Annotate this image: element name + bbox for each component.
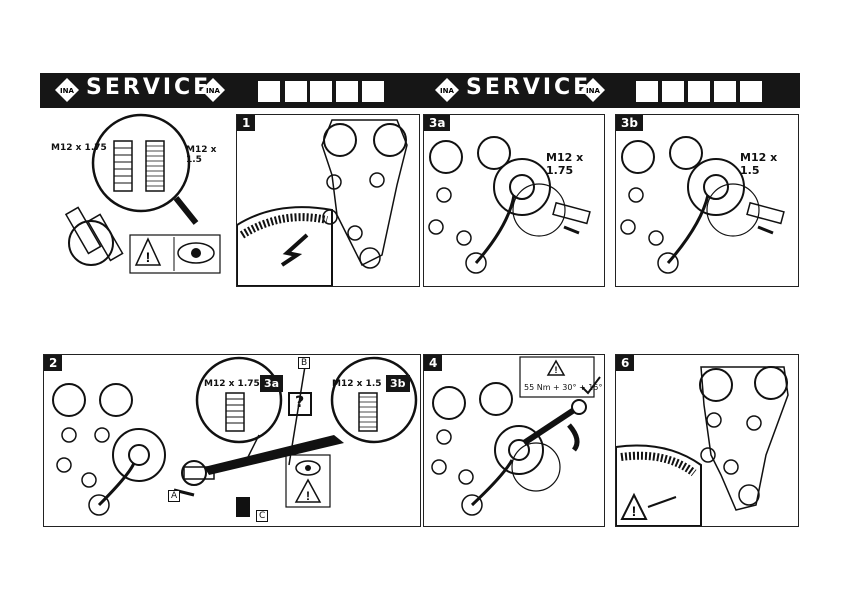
- van-icon: [285, 81, 307, 102]
- check-icon: [581, 376, 601, 395]
- thread-label-coarse: M12 x 1.75: [51, 143, 107, 153]
- bus-icon: [336, 81, 358, 102]
- warning-icon: [294, 478, 322, 503]
- svg-text:!: !: [632, 503, 637, 519]
- tag-b: B: [298, 357, 311, 369]
- svg-text:INA: INA: [60, 87, 74, 95]
- step-2-panel: 2 ! M12 x 1.75 3a M12 x 1.5 3b ? A B: [43, 354, 421, 527]
- question-icon: ?: [295, 392, 305, 411]
- step-6-panel: 6 !: [615, 354, 799, 527]
- eye-icon: [295, 460, 321, 476]
- step-1-panel: 1: [236, 114, 420, 287]
- step-3a-panel: 3a M12 x 1.75: [423, 114, 605, 287]
- svg-text:!: !: [555, 365, 558, 375]
- step-number: 6: [616, 355, 635, 371]
- goto-step-3a-badge: 3a: [260, 375, 284, 392]
- van-icon: [662, 81, 684, 102]
- step-number: 1: [237, 115, 256, 131]
- svg-text:INA: INA: [206, 87, 220, 95]
- tag-a: A: [168, 490, 181, 502]
- tractor-icon: [362, 81, 384, 102]
- thread-label-fine: M12 x 1.5: [186, 145, 217, 165]
- truck-icon: [688, 81, 710, 102]
- car-icon: [258, 81, 280, 102]
- step-number: 4: [424, 355, 443, 371]
- svg-text:INA: INA: [440, 87, 454, 95]
- bus-icon: [714, 81, 736, 102]
- ina-logo-icon: INA: [55, 78, 79, 102]
- bolt-label: M12 x 1.5: [740, 151, 778, 177]
- warning-icon: [546, 359, 566, 376]
- header-banner-left: INA SERVICE INA: [40, 73, 422, 108]
- svg-text:!: !: [306, 489, 310, 503]
- bolt-label-coarse: M12 x 1.75: [204, 379, 260, 389]
- warning-icon: [134, 237, 162, 266]
- header-banner-right: INA SERVICE INA: [422, 73, 800, 108]
- svg-text:!: !: [146, 249, 151, 265]
- car-icon: [636, 81, 658, 102]
- intro-panel: ! M12 x 1.75 M12 x 1.5: [46, 113, 226, 285]
- torque-spec: 55 Nm + 30° + 15°: [524, 383, 603, 392]
- bolt-label: M12 x 1.75: [546, 151, 584, 177]
- svg-text:INA: INA: [586, 87, 600, 95]
- step-number: 2: [44, 355, 63, 371]
- bolt-label-fine: M12 x 1.5: [332, 379, 382, 389]
- ina-logo-icon: INA: [201, 78, 225, 102]
- ina-logo-icon: INA: [435, 78, 459, 102]
- eye-icon: [177, 242, 215, 264]
- brand-title: SERVICE: [466, 75, 592, 100]
- goto-step-3b-badge: 3b: [386, 375, 410, 392]
- tag-c: C: [256, 510, 269, 522]
- tractor-icon: [740, 81, 762, 102]
- warning-icon: [620, 492, 648, 520]
- ina-logo-icon: INA: [581, 78, 605, 102]
- truck-icon: [310, 81, 332, 102]
- brand-title: SERVICE: [86, 75, 212, 100]
- step-number: 3b: [616, 115, 643, 131]
- step-number: 3a: [424, 115, 451, 131]
- step-3b-panel: 3b M12 x 1.5: [615, 114, 799, 287]
- step-4-panel: 4 ! 55 Nm + 30° + 15°: [423, 354, 605, 527]
